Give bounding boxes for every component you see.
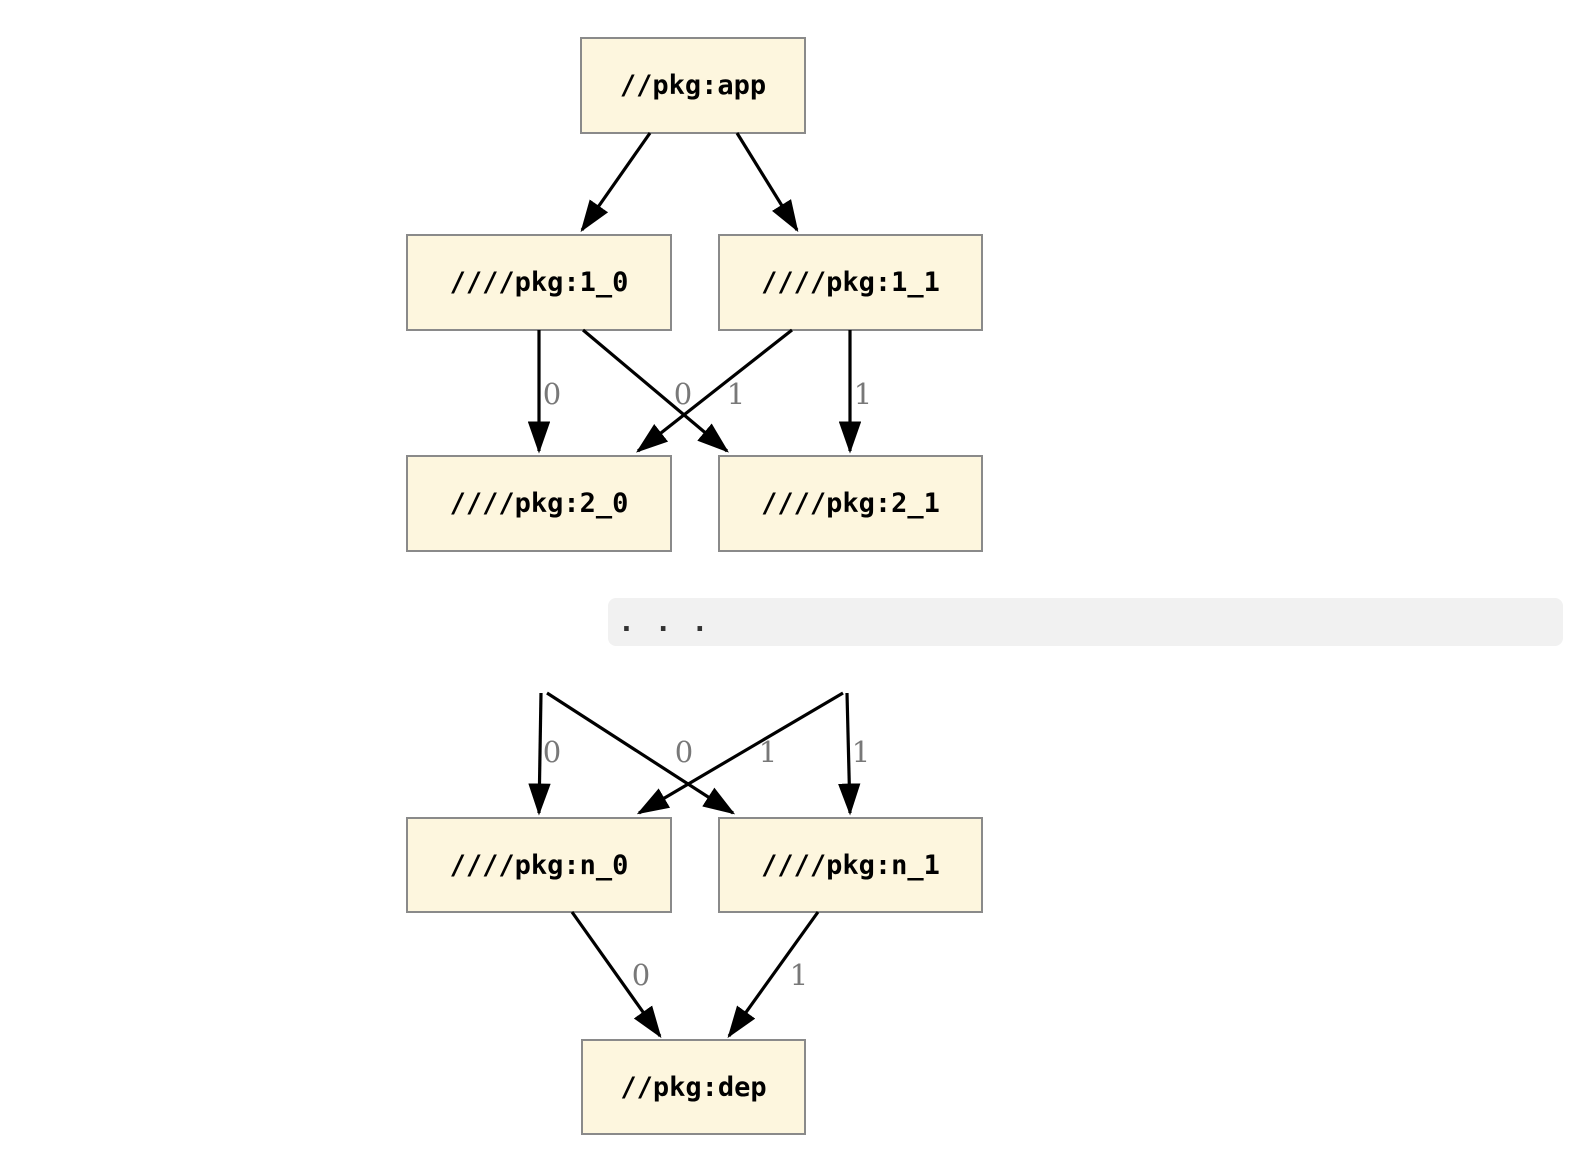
- node-1_1: ////pkg:1_1: [718, 234, 983, 331]
- node-2_0: ////pkg:2_0: [406, 455, 672, 552]
- elided-rows-band: . . .: [608, 598, 1563, 646]
- node-dep: //pkg:dep: [581, 1039, 806, 1135]
- node-1_0: ////pkg:1_0: [406, 234, 672, 331]
- node-2_1: ////pkg:2_1: [718, 455, 983, 552]
- node-n_0: ////pkg:n_0: [406, 817, 672, 913]
- node-app: //pkg:app: [580, 37, 806, 134]
- node-n_1: ////pkg:n_1: [718, 817, 983, 913]
- ellipsis-dots: . . .: [618, 605, 710, 638]
